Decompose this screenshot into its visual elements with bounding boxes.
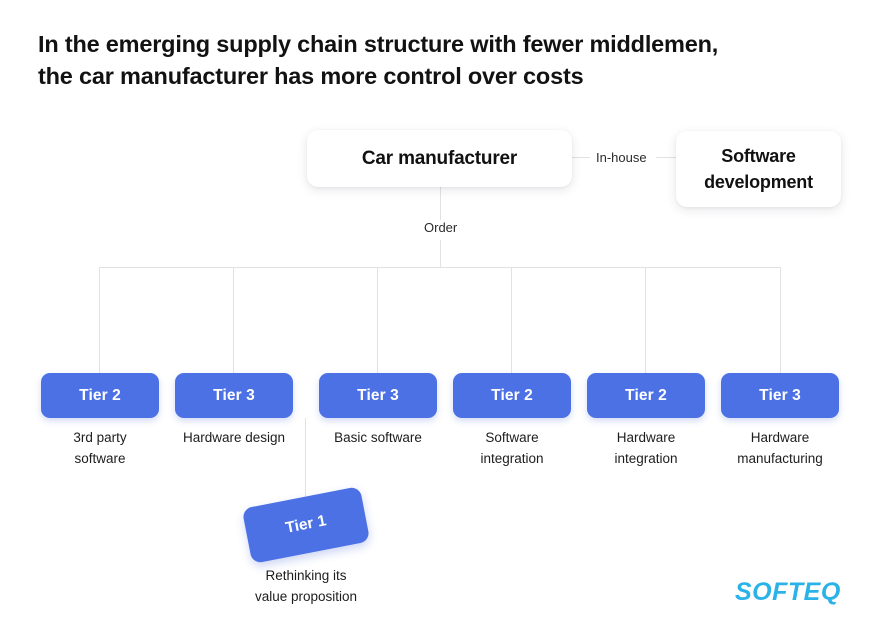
node-tier-one-highlight[interactable]: Tier 1 [241,486,371,564]
caption-tier-5: Hardware integration [579,428,713,469]
caption-tier-2-line-1: Hardware design [182,430,286,445]
node-software-development-label-line-1: Software [721,145,796,166]
caption-tier-one: Rethinking its value proposition [238,566,374,607]
node-tier-3-chip[interactable]: Tier 3 [319,373,437,418]
caption-tier-6-line-2: manufacturing [737,450,823,466]
connector-inhouse-right [656,157,676,158]
connector-drop-5 [645,267,646,373]
connector-order-upper [440,187,441,221]
connector-drop-2 [233,267,234,373]
node-tier-5-chip[interactable]: Tier 2 [587,373,705,418]
caption-tier-6-line-1: Hardware [750,430,810,445]
node-tier-2-chip-label: Tier 3 [213,386,255,404]
connector-bus-horizontal [99,267,781,268]
node-tier-1-chip-label: Tier 2 [79,386,121,404]
caption-tier-1-line-2: software [74,450,126,466]
caption-tier-1: 3rd party software [33,428,167,469]
caption-tier-3-line-1: Basic software [334,430,422,445]
connector-inhouse-left [572,157,592,158]
node-tier-5-chip-label: Tier 2 [625,386,667,404]
page-title-line-1: In the emerging supply chain structure w… [38,31,719,57]
page-title: In the emerging supply chain structure w… [38,28,838,93]
node-tier-one-chip-label: Tier 1 [284,512,328,537]
caption-tier-1-line-1: 3rd party [73,430,127,445]
node-tier-one-chip: Tier 1 [241,486,371,564]
node-tier-6-chip[interactable]: Tier 3 [721,373,839,418]
node-tier-6-chip-label: Tier 3 [759,386,801,404]
node-tier-2-chip[interactable]: Tier 3 [175,373,293,418]
node-tier-4-chip-label: Tier 2 [491,386,533,404]
caption-tier-one-line-2: value proposition [254,588,358,604]
connector-drop-1 [99,267,100,373]
connector-tier1 [305,418,306,508]
node-software-development-label-line-2: development [704,172,813,192]
caption-tier-2: Hardware design [167,428,301,449]
edge-label-in-house: In-house [590,150,653,165]
connector-drop-6 [780,267,781,373]
page-title-line-2: the car manufacturer has more control ov… [38,63,584,90]
edge-label-order: Order [418,220,464,235]
caption-tier-4: Software integration [445,428,579,469]
caption-tier-4-line-1: Software [485,430,539,445]
node-car-manufacturer-label: Car manufacturer [361,147,518,169]
caption-tier-5-line-1: Hardware [616,430,676,445]
caption-tier-one-line-1: Rethinking its [265,568,347,583]
node-car-manufacturer[interactable]: Car manufacturer [307,130,572,187]
connector-drop-3 [377,267,378,373]
caption-tier-3: Basic software [311,428,445,449]
node-tier-1-chip[interactable]: Tier 2 [41,373,159,418]
node-software-development[interactable]: Software development [676,131,841,207]
caption-tier-6: Hardware manufacturing [713,428,847,469]
node-tier-4-chip[interactable]: Tier 2 [453,373,571,418]
node-tier-3-chip-label: Tier 3 [357,386,399,404]
connector-order-lower [440,240,441,268]
caption-tier-4-line-2: integration [480,450,544,466]
caption-tier-5-line-2: integration [614,450,678,466]
softeq-logo: SOFTEQ [735,578,841,606]
connector-drop-4 [511,267,512,373]
